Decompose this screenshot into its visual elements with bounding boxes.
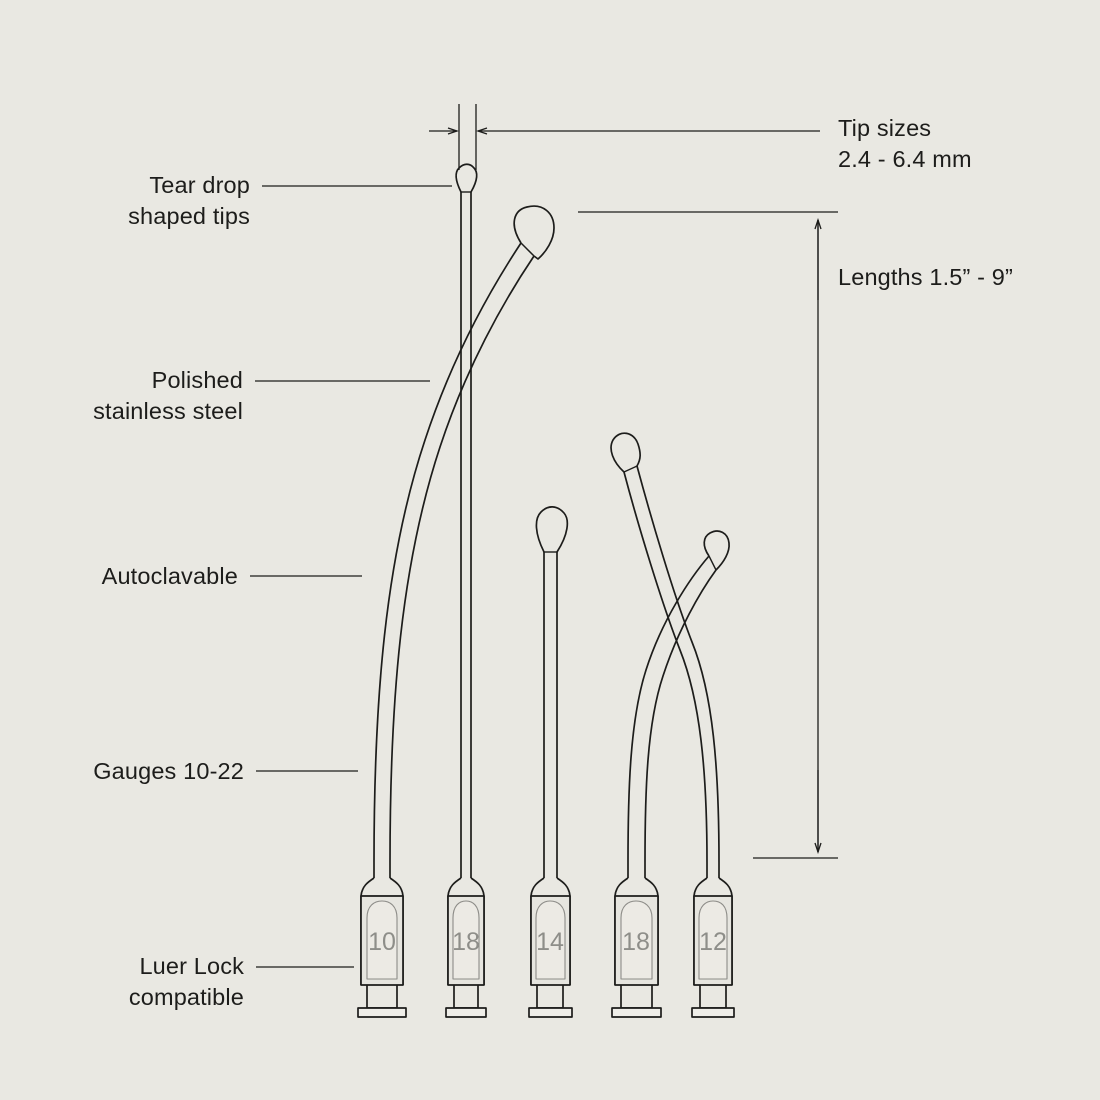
label-lengths: Lengths 1.5” - 9”	[838, 264, 1013, 290]
gauge-label-1: 10	[368, 928, 396, 956]
label-polished-stainless-steel: Polished stainless steel	[93, 367, 243, 424]
gauge-label-3: 14	[536, 928, 564, 956]
cannula-4	[611, 530, 730, 1018]
label-tear-drop-shaped-tips: Tear drop shaped tips	[128, 172, 250, 229]
cannula-2-hub	[445, 862, 487, 1018]
cannula-5	[610, 432, 735, 1018]
cannula-5-hub	[691, 862, 735, 1018]
gauge-numbers: 10 18 14 18 12	[368, 928, 727, 956]
cannula-1	[357, 205, 555, 1018]
cannula-3-hub	[528, 862, 573, 1018]
cannula-4-hub	[611, 862, 662, 1018]
label-gauges: Gauges 10-22	[93, 758, 244, 784]
label-luer-lock-compatible: Luer Lock compatible	[128, 953, 244, 1010]
gauge-label-4: 18	[622, 928, 650, 956]
cannula-2	[445, 163, 487, 1018]
dimension-tip-sizes	[429, 104, 820, 170]
leader-lines	[250, 185, 452, 968]
label-tip-sizes: Tip sizes 2.4 - 6.4 mm	[838, 115, 972, 172]
label-autoclavable: Autoclavable	[101, 563, 238, 589]
dimension-lengths	[578, 211, 838, 859]
cannula-3	[528, 506, 573, 1018]
cannula-1-hub	[357, 862, 407, 1018]
gauge-label-5: 12	[699, 928, 727, 956]
gauge-label-2: 18	[452, 928, 480, 956]
